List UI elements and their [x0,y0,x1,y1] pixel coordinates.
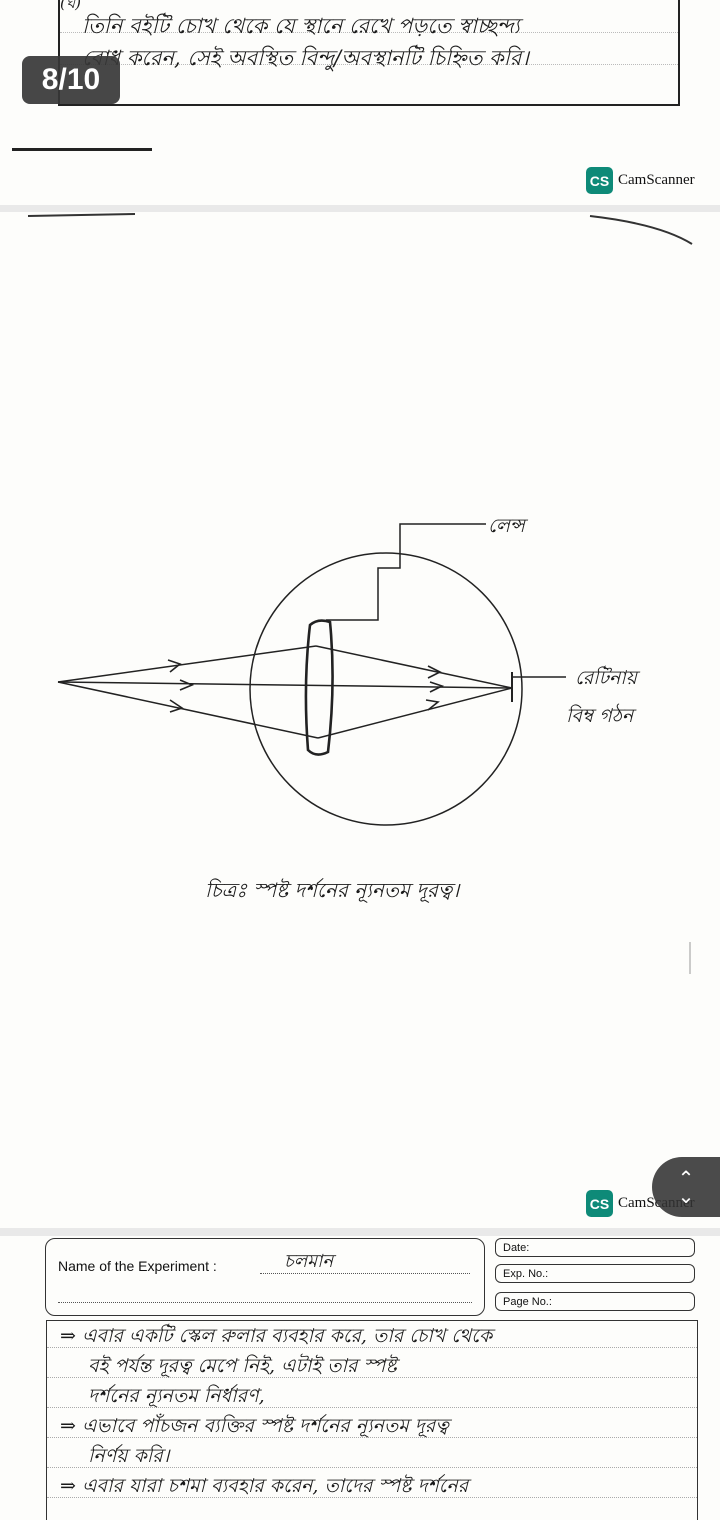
chevron-down-icon: ⌄ [678,1187,695,1205]
camscanner-logo-icon: CS [586,167,613,194]
dotted-line [260,1273,470,1274]
divider [12,148,152,151]
experiment-name-box: Name of the Experiment : চলমান [45,1238,485,1316]
text-line: দর্শনের ন্যূনতম নির্ধারণ, [88,1382,265,1414]
page-counter: 8/10 [22,56,120,104]
experiment-label: Name of the Experiment : [58,1258,217,1274]
text-line: ⇒ এভাবে পাঁচজন ব্যক্তির স্পষ্ট দর্শনের ন… [60,1412,449,1444]
light-ray-top-refracted [316,646,512,688]
lens-shape [306,621,333,755]
lens-leader-line [326,524,486,620]
watermark-text: CamScanner [618,172,695,189]
camscanner-logo-icon: CS [586,1190,613,1217]
light-ray-middle [58,682,512,688]
retina-label-line2: বিম্ব গঠন [566,702,633,734]
figure-caption: চিত্রঃ স্পষ্ট দর্শনের ন্যূনতম দূরত্ব। [205,876,459,909]
scanned-page-2: লেন্স রেটিনায় বিম্ব গঠন চিত্রঃ স্পষ্ট দ… [0,212,720,1228]
page-edge [590,216,692,244]
light-ray-bottom-refracted [318,688,512,738]
retina-label-line1: রেটিনায় [575,664,637,696]
text-line: ⇒ এবার যারা চশমা ব্যবহার করেন, তাদের স্প… [60,1472,468,1504]
dotted-line [58,1302,472,1303]
exp-no-field: Exp. No.: [495,1264,695,1283]
page-no-field: Page No.: [495,1292,695,1311]
light-ray-top [58,646,316,682]
text-line: নির্ণয় করি। [88,1442,169,1474]
text-line: ⇒ এবার একটি স্কেল রুলার ব্যবহার করে, তার… [60,1322,492,1354]
text-line: বই পর্যন্ত দূরত্ব মেপে নিই, এটাই তার স্প… [88,1352,397,1384]
lens-label: লেন্স [488,512,525,544]
light-ray-bottom [58,682,318,738]
text-line: বোধ করেন, সেই অবস্থিত বিন্দু/অবস্থানটি চ… [82,42,529,77]
text-line: তিনি বইটি চোখ থেকে যে স্থানে রেখে পড়তে … [82,10,520,45]
eyeball-circle [250,553,522,825]
page-edge [28,214,135,216]
camscanner-watermark: CS CamScanner [586,167,695,194]
page-scroll-button[interactable]: ⌃ ⌄ [652,1157,720,1217]
ray-arrow-icon [180,680,192,690]
item-marker: (ঘ) [60,0,81,17]
date-field: Date: [495,1238,695,1257]
scanned-page-3: Name of the Experiment : চলমান Date: Exp… [0,1236,720,1520]
